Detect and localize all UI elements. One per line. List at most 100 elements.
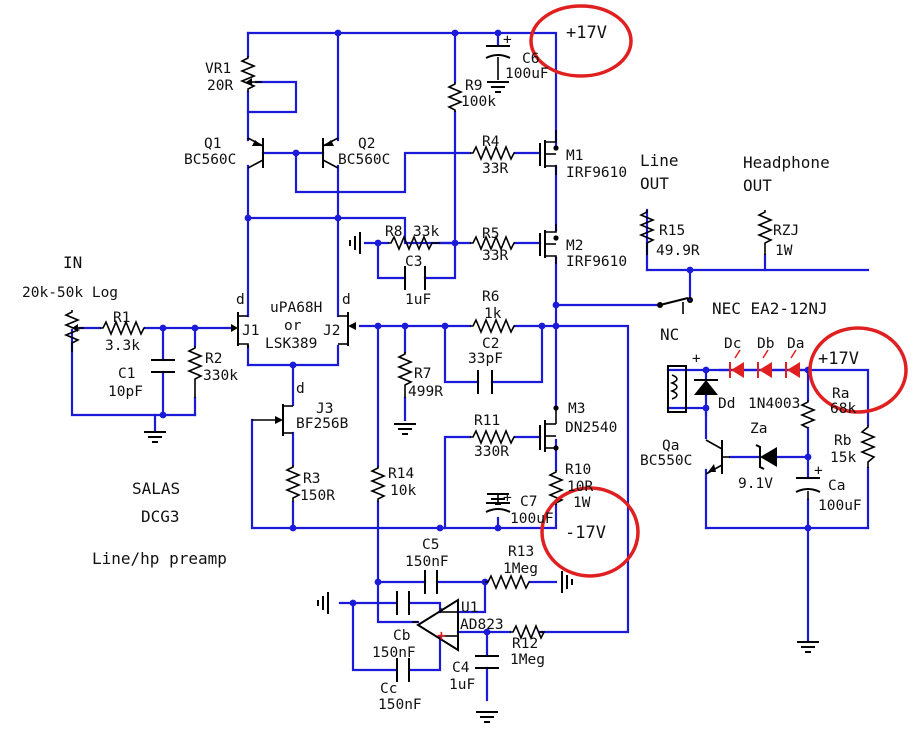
r2-ref: R2 bbox=[205, 351, 222, 367]
r11-ref: R11 bbox=[474, 413, 500, 429]
r6-ref: R6 bbox=[482, 289, 499, 305]
dd-value: 1N4003 bbox=[748, 396, 800, 412]
r15-value: 49.9R bbox=[656, 243, 700, 259]
q2-value: BC560C bbox=[338, 152, 390, 168]
info-salas: SALAS bbox=[132, 479, 180, 498]
u1-ref: U1 bbox=[461, 600, 478, 616]
za-value: 9.1V bbox=[738, 476, 773, 492]
c7-value: 100uF bbox=[510, 511, 554, 527]
highlight-neg-supply bbox=[540, 486, 640, 578]
u1-plus: + bbox=[437, 628, 446, 644]
r10-rating: 1W bbox=[573, 495, 591, 511]
r5-resistor bbox=[470, 234, 515, 252]
q2-transistor bbox=[322, 137, 339, 169]
c5-capacitor bbox=[424, 570, 438, 594]
r3-ref: R3 bbox=[303, 471, 320, 487]
m3-ref: M3 bbox=[568, 401, 585, 417]
r10-resistor bbox=[547, 470, 565, 505]
da-ref: Da bbox=[787, 336, 804, 352]
r14-ref: R14 bbox=[388, 466, 414, 482]
led-dc bbox=[729, 362, 744, 378]
r7-resistor bbox=[396, 352, 414, 398]
vr1-potentiometer bbox=[239, 56, 262, 92]
j3-ref: J3 bbox=[316, 401, 333, 417]
ca-capacitor bbox=[795, 477, 821, 500]
r13-ref: R13 bbox=[508, 544, 534, 560]
r15-ref: R15 bbox=[659, 223, 685, 239]
j1-label: J1 bbox=[242, 323, 259, 339]
rb-value: 15k bbox=[830, 450, 856, 466]
r5-value: 33R bbox=[482, 248, 508, 264]
j3-drain-label: d bbox=[296, 381, 305, 397]
c5-value: 150nF bbox=[405, 554, 449, 570]
m1-ref: M1 bbox=[566, 148, 583, 164]
r9-ref: R9 bbox=[465, 78, 482, 94]
r3-resistor bbox=[284, 465, 302, 502]
highlights bbox=[529, 4, 908, 578]
cc-ref: Cc bbox=[380, 681, 397, 697]
c6-value: 100uF bbox=[505, 66, 549, 82]
vr1-ref: VR1 bbox=[205, 61, 231, 77]
r12-ref: R12 bbox=[512, 636, 538, 652]
info-title: Line/hp preamp bbox=[92, 549, 227, 568]
supply-pos-label: +17V bbox=[566, 23, 607, 43]
supply-neg-label: -17V bbox=[565, 523, 606, 543]
qa-value: BC550C bbox=[640, 453, 692, 469]
coil-plus: + bbox=[692, 351, 701, 367]
r7-value: 499R bbox=[408, 384, 443, 400]
qa-ref: Qa bbox=[662, 438, 679, 454]
j1-jfet bbox=[231, 312, 249, 348]
info-dcg3: DCG3 bbox=[141, 507, 180, 526]
r10-value: 10R bbox=[567, 479, 593, 495]
led-da bbox=[785, 362, 800, 378]
c2-value: 33pF bbox=[468, 351, 503, 367]
rzj-value: 1W bbox=[775, 243, 793, 259]
r1-resistor bbox=[100, 319, 145, 337]
r14-value: 10k bbox=[390, 483, 416, 499]
labels: +17V -17V +17V IN 20k-50k Log Line OUT H… bbox=[22, 23, 862, 713]
q2-ref: Q2 bbox=[358, 136, 375, 152]
vr1-value: 20R bbox=[207, 78, 233, 94]
j2-label: J2 bbox=[323, 323, 340, 339]
c6-capacitor bbox=[485, 45, 511, 93]
r10-ref: R10 bbox=[565, 462, 591, 478]
r1-ref: R1 bbox=[113, 310, 130, 326]
wires bbox=[70, 31, 870, 702]
r2-value: 330k bbox=[203, 368, 238, 384]
dc-ref: Dc bbox=[724, 336, 741, 352]
r9-value: 100k bbox=[461, 94, 496, 110]
cb-capacitor bbox=[396, 591, 410, 615]
c3-ref: C3 bbox=[405, 254, 422, 270]
j2-drain-label: d bbox=[342, 292, 351, 308]
m2-mosfet bbox=[539, 224, 557, 264]
q1-ref: Q1 bbox=[204, 136, 221, 152]
c2-ref: C2 bbox=[482, 336, 499, 352]
rzj-resistor bbox=[756, 210, 774, 255]
supply-pos2-label: +17V bbox=[818, 349, 859, 369]
cb-value: 150nF bbox=[372, 645, 416, 661]
c1-ref: C1 bbox=[118, 366, 135, 382]
highlight-pos-supply bbox=[529, 4, 633, 78]
line-out-label-2: OUT bbox=[640, 174, 669, 193]
dd-diode bbox=[694, 379, 718, 395]
jfet-alt: LSK389 bbox=[265, 336, 317, 352]
cb-ref: Cb bbox=[393, 628, 410, 644]
j3-value: BF256B bbox=[296, 416, 349, 432]
led-db bbox=[757, 362, 772, 378]
m3-value: DN2540 bbox=[565, 420, 617, 436]
line-out-label-1: Line bbox=[640, 151, 679, 170]
c7-capacitor bbox=[485, 493, 511, 513]
r12-value: 1Meg bbox=[510, 652, 545, 668]
c7-ref: C7 bbox=[520, 494, 537, 510]
components: + + + + - + bbox=[63, 32, 877, 723]
c4-value: 1uF bbox=[449, 677, 475, 693]
r6-value: 1k bbox=[484, 306, 502, 322]
ca-value: 100uF bbox=[818, 498, 862, 514]
m1-value: IRF9610 bbox=[566, 165, 627, 181]
hp-out-label-2: OUT bbox=[743, 176, 772, 195]
rb-ref: Rb bbox=[834, 433, 851, 449]
input-label: IN bbox=[63, 253, 82, 272]
c4-ref: C4 bbox=[452, 660, 470, 676]
r11-resistor bbox=[470, 428, 515, 446]
